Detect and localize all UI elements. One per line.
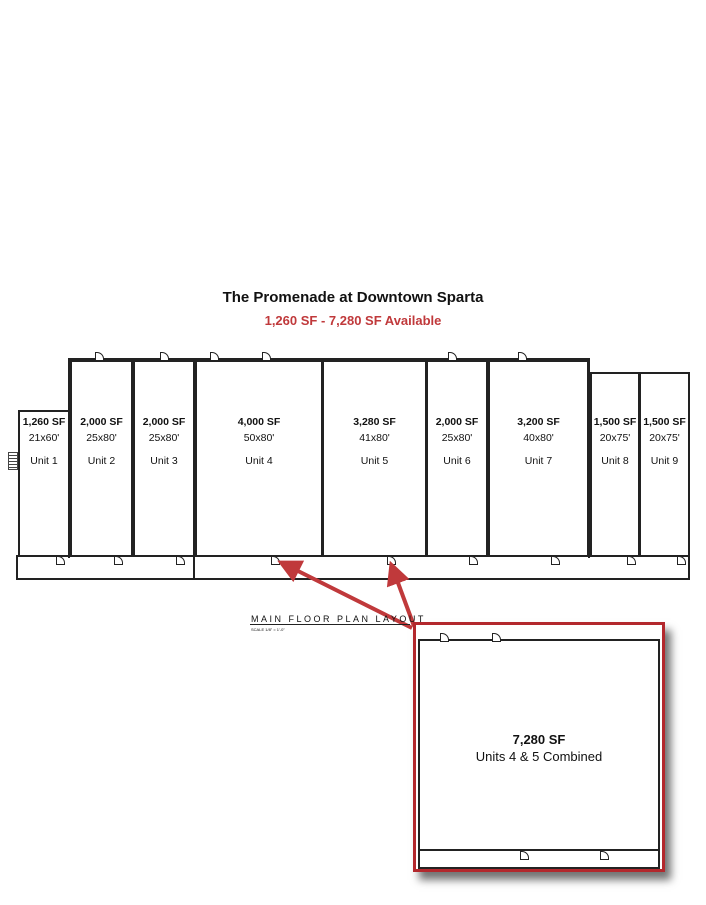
combined-sf: 7,280 SF <box>512 732 566 747</box>
unit-7: 3,200 SF 40x80' Unit 7 <box>488 360 589 565</box>
door-icon <box>469 556 478 565</box>
door-icon <box>262 352 271 361</box>
page-title: The Promenade at Downtown Sparta <box>222 289 484 306</box>
caption-underline <box>250 624 410 625</box>
door-icon <box>448 352 457 361</box>
unit-name: Unit 2 <box>87 455 116 467</box>
stair-icon <box>8 452 18 470</box>
door-icon <box>518 352 527 361</box>
unit-dimensions: 25x80' <box>86 432 117 444</box>
front-corridor-left <box>16 555 195 580</box>
unit-sf: 4,000 SF <box>237 416 281 428</box>
door-icon <box>176 556 185 565</box>
unit-sf: 2,000 SF <box>142 416 186 428</box>
door-icon <box>627 556 636 565</box>
door-icon <box>271 556 280 565</box>
unit-name: Unit 7 <box>524 455 553 467</box>
unit-sf: 3,200 SF <box>517 416 560 428</box>
door-icon <box>600 851 609 860</box>
unit-name: Unit 5 <box>360 455 389 467</box>
plan-scale: SCALE 1/8" = 1'-0" <box>251 627 285 632</box>
door-icon <box>520 851 529 860</box>
unit-name: Unit 1 <box>30 455 58 467</box>
unit-name: Unit 6 <box>443 455 471 467</box>
unit-name: Unit 3 <box>150 455 178 467</box>
unit-2: 2,000 SF 25x80' Unit 2 <box>70 360 133 565</box>
door-icon <box>550 556 560 565</box>
unit-dimensions: 25x80' <box>441 432 473 444</box>
door-icon <box>56 556 65 565</box>
unit-sf: 1,500 SF <box>643 416 686 428</box>
unit-sf: 2,000 SF <box>435 416 479 428</box>
door-icon <box>113 556 123 565</box>
door-icon <box>676 556 686 565</box>
combined-label: Units 4 & 5 Combined <box>475 749 603 764</box>
unit-8: 1,500 SF 20x75' Unit 8 <box>590 372 640 565</box>
unit-4: 4,000 SF 50x80' Unit 4 <box>195 360 323 565</box>
unit-name: Unit 4 <box>245 455 273 467</box>
unit-sf: 2,000 SF <box>80 416 123 428</box>
unit-dimensions: 21x60' <box>28 432 60 444</box>
unit-5: 3,280 SF 41x80' Unit 5 <box>322 360 427 565</box>
combined-units-inset: 7,280 SF Units 4 & 5 Combined <box>413 622 665 872</box>
unit-dimensions: 50x80' <box>243 432 275 444</box>
unit-dimensions: 40x80' <box>523 432 554 444</box>
unit-sf: 3,280 SF <box>353 416 396 428</box>
front-corridor-right <box>193 555 690 580</box>
door-icon <box>492 633 501 642</box>
availability-subtitle: 1,260 SF - 7,280 SF Available <box>264 313 442 328</box>
door-icon <box>440 633 449 642</box>
unit-sf: 1,500 SF <box>593 416 637 428</box>
unit-dimensions: 20x75' <box>649 432 680 444</box>
door-icon <box>160 352 169 361</box>
unit-name: Unit 8 <box>601 455 629 467</box>
unit-3: 2,000 SF 25x80' Unit 3 <box>133 360 195 565</box>
door-icon <box>386 556 396 565</box>
unit-sf: 1,260 SF <box>22 416 66 428</box>
unit-9: 1,500 SF 20x75' Unit 9 <box>639 372 690 565</box>
unit-name: Unit 9 <box>650 455 679 467</box>
door-icon <box>210 352 219 361</box>
door-icon <box>95 352 104 361</box>
unit-dimensions: 25x80' <box>148 432 180 444</box>
unit-1: 1,260 SF 21x60' Unit 1 <box>18 410 70 565</box>
plan-caption: MAIN FLOOR PLAN LAYOUT <box>251 614 426 624</box>
inset-corridor <box>418 849 660 869</box>
unit-6: 2,000 SF 25x80' Unit 6 <box>426 360 488 565</box>
unit-dimensions: 20x75' <box>599 432 631 444</box>
unit-dimensions: 41x80' <box>359 432 390 444</box>
